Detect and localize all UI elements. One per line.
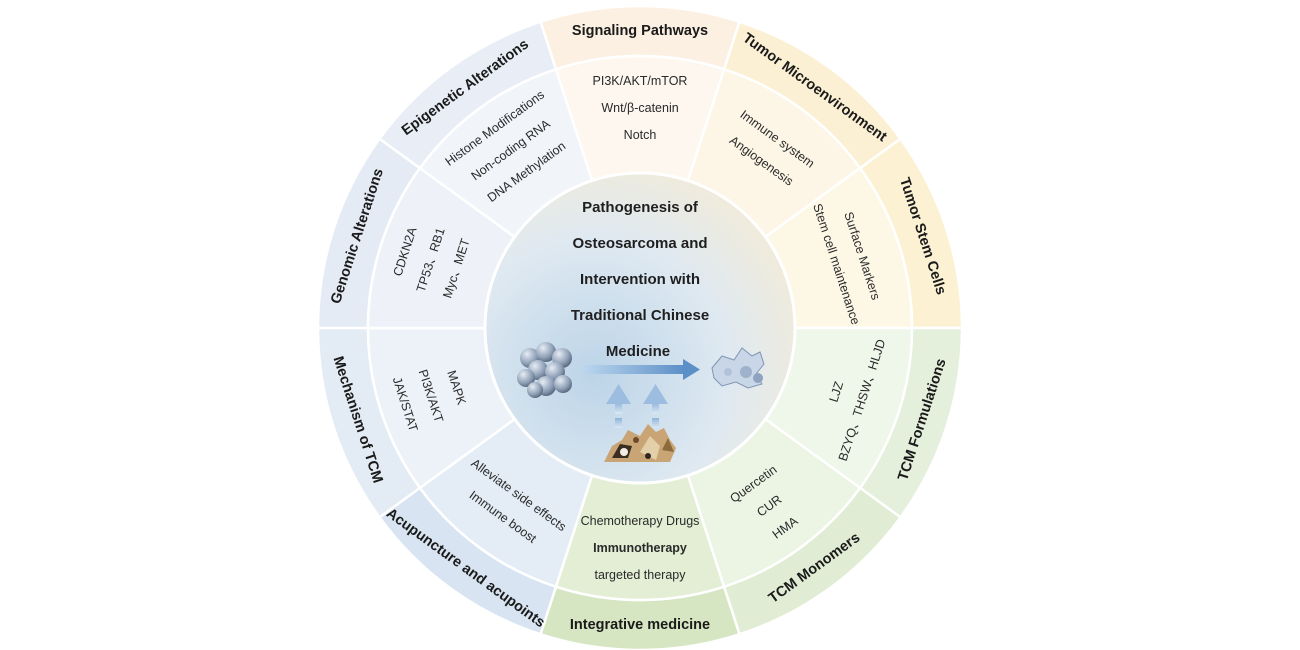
sector-item: Notch [624,128,657,142]
center-title-line-2: Osteosarcoma and [572,235,707,252]
sector-item: LJZ [827,379,847,403]
tumor-cell-cluster-icon [517,342,572,398]
intervention-arrows-icon [606,384,668,428]
herbal-medicine-icon [604,424,676,462]
center-title-line-4: Traditional Chinese [571,307,709,324]
center-title: Pathogenesis of Osteosarcoma and Interve… [571,199,709,360]
transition-arrow-icon [583,359,700,380]
sector-item: PI3K/AKT/mTOR [593,74,688,88]
disrupted-cells-icon [711,347,765,389]
sector-item: Chemotherapy Drugs [581,514,700,528]
sector-header: Integrative medicine [570,617,710,633]
sector-header: Signaling Pathways [572,23,708,39]
sector-item: Wnt/β-catenin [601,101,678,115]
center-title-line-5: Medicine [606,343,670,360]
sector-item: targeted therapy [594,568,686,582]
center-title-line-3: Intervention with [580,271,700,288]
sector-item: Immunotherapy [593,541,687,555]
sector-integrative-medicine: Integrative medicine Chemotherapy DrugsIm… [538,473,742,650]
center-title-line-1: Pathogenesis of [582,199,699,216]
center-circle [483,171,797,485]
